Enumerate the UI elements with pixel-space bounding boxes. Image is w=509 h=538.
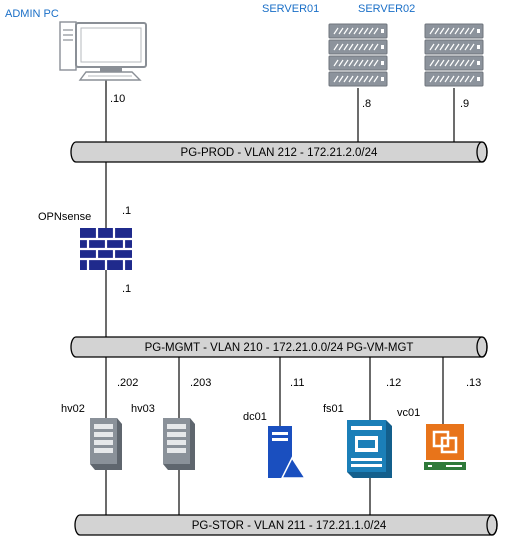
hv03-name: hv03 (131, 403, 155, 415)
node-server02: SERVER02 .9 (358, 3, 484, 110)
rack-server-icon (328, 23, 388, 87)
desktop-pc-icon (59, 21, 147, 81)
opnsense-ip-bottom: .1 (122, 283, 131, 295)
server02-name: SERVER02 (358, 3, 415, 15)
server01-name: SERVER01 (262, 3, 319, 15)
bus-prod: PG-PROD - VLAN 212 - 172.21.2.0/24 (70, 141, 488, 163)
node-vc01: .13 vc01 (397, 377, 481, 470)
opnsense-name: OPNsense (38, 211, 91, 223)
node-hv03: .203 hv03 (131, 377, 211, 470)
node-dc01: .11 dc01 (243, 377, 307, 479)
dc01-name: dc01 (243, 411, 267, 423)
node-hv02: .202 hv02 (61, 377, 138, 470)
bus-stor-label: PG-STOR - VLAN 211 - 172.21.1.0/24 (192, 520, 387, 532)
bus-stor-cap (486, 514, 498, 536)
server01-ip: .8 (362, 98, 371, 110)
firewall-icon (80, 228, 132, 270)
bus-mgmt-cap (476, 336, 488, 358)
bus-stor: PG-STOR - VLAN 211 - 172.21.1.0/24 (74, 514, 498, 536)
bus-mgmt-label: PG-MGMT - VLAN 210 - 172.21.0.0/24 PG-VM… (145, 342, 414, 354)
vc01-name: vc01 (397, 407, 420, 419)
hv03-ip: .203 (190, 377, 211, 389)
bus-mgmt: PG-MGMT - VLAN 210 - 172.21.0.0/24 PG-VM… (70, 336, 488, 358)
tower-server-icon (90, 418, 122, 470)
file-server-icon (347, 420, 392, 478)
server02-ip: .9 (460, 98, 469, 110)
dc01-ip: .11 (290, 377, 304, 389)
admin-pc-ip: .10 (110, 93, 125, 105)
node-fs01: .12 fs01 (323, 377, 401, 478)
bus-prod-label: PG-PROD - VLAN 212 - 172.21.2.0/24 (181, 147, 378, 159)
vc01-ip: .13 (466, 377, 481, 389)
admin-pc-name: ADMIN PC (5, 8, 59, 20)
opnsense-ip-top: .1 (122, 205, 131, 217)
fs01-name: fs01 (323, 403, 344, 415)
bus-prod-cap (476, 141, 488, 163)
domain-controller-icon (268, 426, 307, 479)
node-admin-pc: ADMIN PC .10 (5, 8, 147, 105)
tower-server-icon (163, 418, 195, 470)
vcenter-appliance-icon (424, 424, 466, 470)
rack-server-icon (424, 23, 484, 87)
node-server01: SERVER01 .8 (262, 3, 388, 110)
fs01-ip: .12 (386, 377, 401, 389)
node-opnsense: OPNsense .1 .1 (38, 205, 132, 295)
hv02-name: hv02 (61, 403, 85, 415)
hv02-ip: .202 (117, 377, 138, 389)
